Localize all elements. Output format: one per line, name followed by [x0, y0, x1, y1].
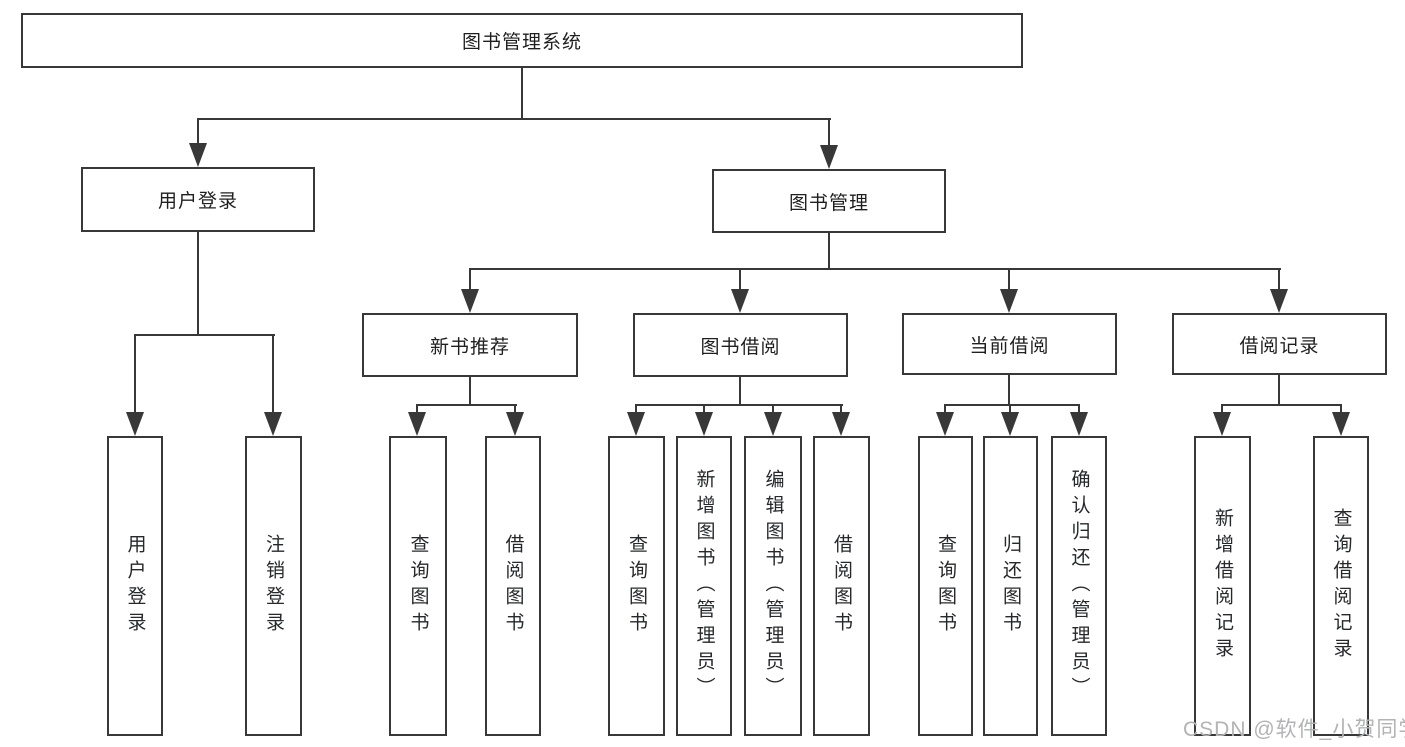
- connector-root-split: [197, 118, 831, 120]
- connector-login-leaf-drop: [134, 334, 136, 414]
- node-bb-edit-books: 编辑图书（管理员）: [744, 436, 802, 736]
- arrowhead-down-icon: [1213, 412, 1231, 436]
- arrowhead-down-icon: [1000, 289, 1018, 313]
- connector-current-borrow-stem: [1008, 373, 1010, 406]
- node-cb-query-books: 查询图书: [918, 436, 973, 736]
- arrowhead-down-icon: [1270, 289, 1288, 313]
- arrowhead-down-icon: [764, 412, 782, 436]
- connector-current-borrow-drop: [1008, 268, 1010, 292]
- connector-book-mgmt-drop: [828, 118, 830, 146]
- connector-rec-query-drop: [416, 404, 418, 414]
- node-new-book-rec: 新书推荐: [362, 313, 578, 377]
- arrowhead-down-icon: [264, 412, 282, 436]
- arrowhead-down-icon: [936, 412, 954, 436]
- node-br-add-record: 新增借阅记录: [1194, 436, 1251, 736]
- connector-cb-confirm-drop: [1078, 404, 1080, 414]
- connector-bb-edit-drop: [772, 404, 774, 414]
- node-logout-leaf: 注销登录: [245, 436, 302, 736]
- connector-book-borrow-drop: [739, 268, 741, 292]
- node-root-label: 图书管理系统: [461, 32, 582, 53]
- node-cb-query-books-label: 查询图书: [935, 534, 956, 638]
- node-bb-borrow-books-label: 借阅图书: [831, 534, 852, 638]
- node-rec-query-books: 查询图书: [389, 436, 447, 736]
- arrowhead-down-icon: [408, 412, 426, 436]
- arrowhead-down-icon: [506, 412, 524, 436]
- node-rec-query-books-label: 查询图书: [407, 534, 429, 638]
- connector-new-book-rec-stem: [469, 375, 471, 406]
- node-br-add-record-label: 新增借阅记录: [1212, 508, 1233, 664]
- csdn-watermark: CSDN @软件_小贺同学: [1183, 718, 1405, 741]
- node-user-login: 用户登录: [81, 167, 315, 232]
- connector-cb-return-drop: [1009, 404, 1011, 414]
- connector-book-borrow-stem: [739, 375, 741, 406]
- node-bb-query-books: 查询图书: [608, 436, 665, 736]
- node-bb-add-books-label: 新增图书（管理员）: [693, 469, 715, 703]
- arrowhead-down-icon: [832, 412, 850, 436]
- connector-bb-query-drop: [635, 404, 637, 414]
- connector-br-query-drop: [1340, 404, 1342, 414]
- arrowhead-down-icon: [126, 412, 144, 436]
- arrowhead-down-icon: [1070, 412, 1088, 436]
- connector-borrow-records-split: [1221, 404, 1342, 406]
- connector-logout-leaf-drop: [272, 334, 274, 414]
- arrowhead-down-icon: [731, 289, 749, 313]
- connector-user-login-split: [134, 334, 275, 336]
- node-book-borrow-label: 图书借阅: [700, 336, 781, 358]
- connector-bb-borrow-drop: [840, 404, 842, 414]
- node-br-query-record-label: 查询借阅记录: [1330, 508, 1352, 664]
- node-br-query-record: 查询借阅记录: [1313, 436, 1369, 736]
- connector-book-borrow-split: [635, 404, 843, 406]
- connector-new-book-rec-drop: [469, 268, 471, 292]
- arrowhead-down-icon: [189, 143, 207, 167]
- arrowhead-down-icon: [695, 412, 713, 436]
- connector-book-mgmt-stem: [828, 232, 830, 270]
- arrowhead-down-icon: [1001, 412, 1019, 436]
- arrowhead-down-icon: [461, 289, 479, 313]
- connector-book-mgmt-split: [469, 268, 1281, 270]
- node-bb-borrow-books: 借阅图书: [813, 436, 870, 736]
- node-bb-query-books-label: 查询图书: [626, 534, 647, 638]
- node-rec-borrow-books-label: 借阅图书: [502, 534, 524, 638]
- arrowhead-down-icon: [627, 412, 645, 436]
- connector-current-borrow-split: [944, 404, 1080, 406]
- node-user-login-label: 用户登录: [157, 191, 238, 212]
- node-login-leaf-label: 用户登录: [124, 534, 146, 638]
- arrowhead-down-icon: [1332, 412, 1350, 436]
- connector-borrow-records-drop: [1278, 268, 1280, 292]
- arrowhead-down-icon: [820, 145, 838, 169]
- node-borrow-records-label: 借阅记录: [1239, 335, 1320, 357]
- node-rec-borrow-books: 借阅图书: [485, 436, 541, 736]
- node-cb-confirm-return: 确认归还（管理员）: [1051, 436, 1107, 736]
- node-book-borrow: 图书借阅: [633, 313, 848, 377]
- node-current-borrow: 当前借阅: [902, 313, 1117, 375]
- connector-root-stem: [521, 66, 523, 120]
- node-current-borrow-label: 当前借阅: [969, 335, 1050, 357]
- connector-borrow-records-stem: [1278, 373, 1280, 406]
- node-book-mgmt: 图书管理: [712, 169, 946, 233]
- node-cb-return-books-label: 归还图书: [1000, 534, 1021, 638]
- connector-rec-borrow-drop: [514, 404, 516, 414]
- node-login-leaf: 用户登录: [107, 436, 163, 736]
- node-cb-confirm-return-label: 确认归还（管理员）: [1068, 469, 1090, 703]
- node-bb-edit-books-label: 编辑图书（管理员）: [762, 469, 784, 703]
- node-logout-leaf-label: 注销登录: [263, 534, 284, 638]
- node-new-book-rec-label: 新书推荐: [429, 336, 510, 358]
- connector-new-book-rec-split: [416, 404, 517, 406]
- connector-cb-query-drop: [944, 404, 946, 414]
- connector-user-login-stem: [197, 231, 199, 336]
- node-cb-return-books: 归还图书: [983, 436, 1038, 736]
- connector-user-login-drop: [197, 118, 199, 146]
- node-bb-add-books: 新增图书（管理员）: [676, 436, 732, 736]
- connector-bb-add-drop: [703, 404, 705, 414]
- node-root: 图书管理系统: [21, 13, 1023, 68]
- node-borrow-records: 借阅记录: [1172, 313, 1387, 375]
- connector-br-add-drop: [1221, 404, 1223, 414]
- node-book-mgmt-label: 图书管理: [788, 192, 869, 214]
